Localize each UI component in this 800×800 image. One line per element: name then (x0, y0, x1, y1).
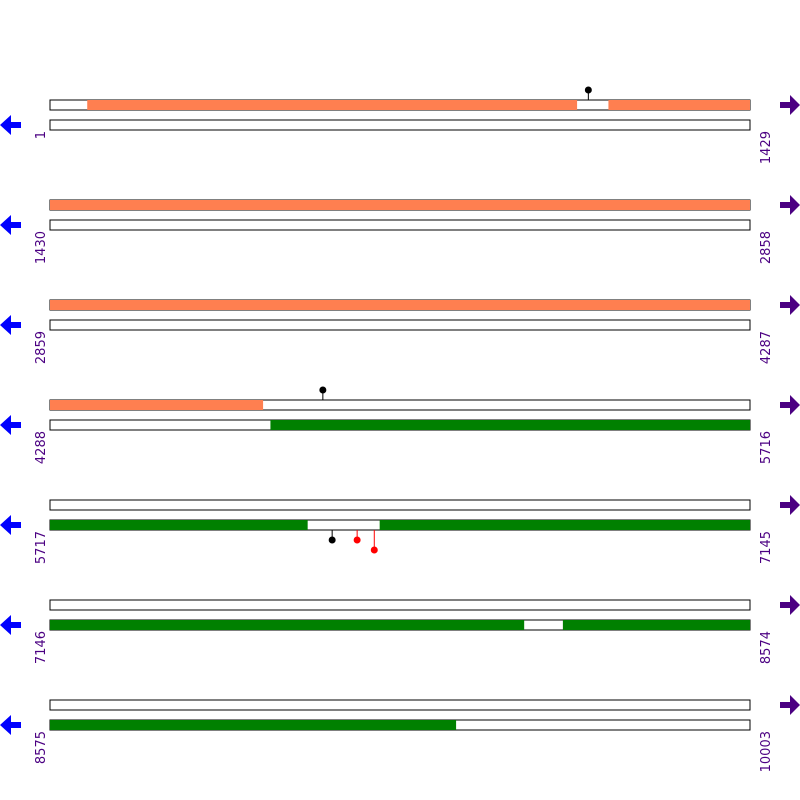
end-coordinate-label: 10003 (759, 731, 774, 772)
arrow-left-icon[interactable] (0, 215, 21, 235)
lollipop-marker-icon[interactable] (584, 86, 592, 94)
reverse-feature-segment (379, 520, 750, 530)
end-coordinate-label: 2858 (759, 231, 774, 264)
reverse-strand-track (49, 119, 751, 131)
reverse-feature-segment (50, 520, 308, 530)
reverse-feature-segment (50, 720, 457, 730)
forward-feature-segment (50, 200, 750, 210)
arrow-left-icon[interactable] (0, 515, 21, 535)
arrow-right-icon[interactable] (780, 495, 800, 515)
arrow-right-icon[interactable] (780, 695, 800, 715)
start-coordinate-label: 8575 (34, 731, 49, 764)
arrow-right-icon[interactable] (780, 295, 800, 315)
track-row: 5717 7145 (0, 495, 800, 564)
arrow-left-icon[interactable] (0, 415, 21, 435)
forward-feature-segment (50, 400, 264, 410)
start-coordinate-label: 5717 (34, 531, 49, 564)
arrow-left-icon[interactable] (0, 115, 21, 135)
track-row: 8575 10003 (0, 695, 800, 772)
start-coordinate-label: 1430 (34, 231, 49, 264)
arrow-right-icon[interactable] (780, 395, 800, 415)
end-coordinate-label: 7145 (759, 531, 774, 564)
reverse-feature-segment (562, 620, 750, 630)
forward-strand-track (49, 499, 751, 511)
track-row: 7146 8574 (0, 595, 800, 664)
end-coordinate-label: 1429 (759, 131, 774, 164)
start-coordinate-label: 4288 (34, 431, 49, 464)
start-coordinate-label: 7146 (34, 631, 49, 664)
start-coordinate-label: 2859 (34, 331, 49, 364)
reverse-feature-segment (50, 620, 525, 630)
arrow-right-icon[interactable] (780, 595, 800, 615)
arrow-right-icon[interactable] (780, 195, 800, 215)
reverse-feature-segment (270, 420, 750, 430)
reverse-strand-track (49, 319, 751, 331)
lollipop-marker-icon[interactable] (353, 536, 361, 544)
reverse-strand-track (49, 219, 751, 231)
end-coordinate-label: 5716 (759, 431, 774, 464)
end-coordinate-label: 4287 (759, 331, 774, 364)
lollipop-marker-icon[interactable] (370, 546, 378, 554)
forward-strand-track (49, 599, 751, 611)
lollipop-marker-icon[interactable] (319, 386, 327, 394)
end-coordinate-label: 8574 (759, 631, 774, 664)
forward-strand-track (49, 699, 751, 711)
track-row: 1 1429 (0, 86, 800, 164)
forward-feature-segment (50, 300, 750, 310)
forward-feature-segment (87, 100, 578, 110)
track-row: 1430 2858 (0, 195, 800, 264)
forward-feature-segment (608, 100, 750, 110)
arrow-left-icon[interactable] (0, 315, 21, 335)
arrow-left-icon[interactable] (0, 715, 21, 735)
arrow-left-icon[interactable] (0, 615, 21, 635)
lollipop-marker-icon[interactable] (328, 536, 336, 544)
arrow-right-icon[interactable] (780, 95, 800, 115)
start-coordinate-label: 1 (34, 131, 49, 139)
track-row: 4288 5716 (0, 386, 800, 464)
track-row: 2859 4287 (0, 295, 800, 364)
